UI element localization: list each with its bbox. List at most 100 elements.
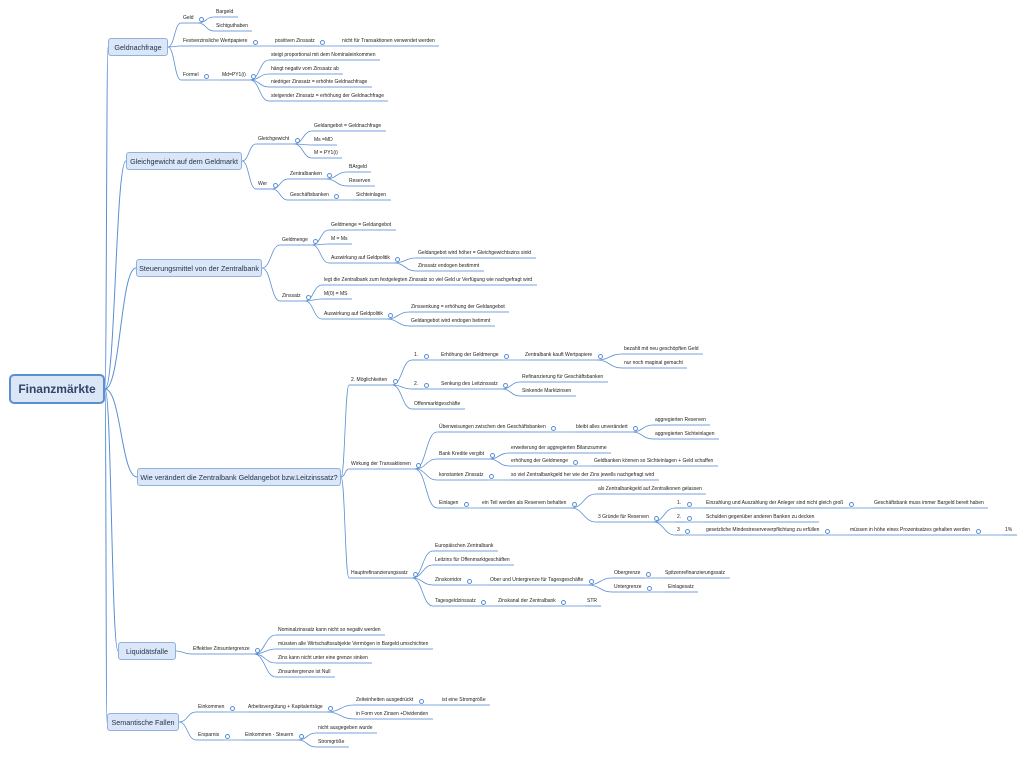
topic-node[interactable]: Tagesgeldzinssatz [435, 598, 476, 604]
collapse-toggle-icon[interactable] [327, 173, 332, 178]
collapse-toggle-icon[interactable] [561, 600, 566, 605]
topic-node[interactable]: Geschäftsbank muss immer Bargeld bereit … [874, 500, 984, 506]
topic-node[interactable]: 2. Möglichkeiten [351, 377, 388, 383]
collapse-toggle-icon[interactable] [273, 183, 278, 188]
topic-node[interactable]: Untergrenze [614, 584, 642, 590]
topic-node[interactable]: nicht ausgegeben wurde [318, 725, 373, 731]
topic-node[interactable]: Obergrenze [614, 570, 641, 576]
topic-node[interactable]: Spitzenrefinanzierungssatz [665, 570, 726, 576]
topic-node[interactable]: bleibt alles unverändert [576, 424, 628, 430]
topic-node[interactable]: Geld [183, 15, 194, 21]
collapse-toggle-icon[interactable] [251, 74, 256, 79]
topic-node[interactable]: Überweisungen zwischen den Geschäftsbank… [439, 424, 546, 430]
collapse-toggle-icon[interactable] [424, 383, 429, 388]
collapse-toggle-icon[interactable] [646, 572, 651, 577]
collapse-toggle-icon[interactable] [204, 74, 209, 79]
topic-node[interactable]: Arbeitsvergütung + Kapitalerträge [248, 704, 323, 710]
topic-node[interactable]: Einlagesatz [668, 584, 694, 590]
topic-node[interactable]: M = PY1(i) [314, 150, 338, 156]
collapse-toggle-icon[interactable] [388, 313, 393, 318]
root-node[interactable]: Finanzmärkte [9, 374, 105, 404]
topic-node[interactable]: Geldmenge = Geldangebot [331, 222, 392, 228]
topic-node[interactable]: Stromgröße [318, 739, 345, 745]
topic-node[interactable]: konstanten Zinssatz [439, 472, 484, 478]
topic-node[interactable]: Hauptrefinanzierungssatz [351, 570, 408, 576]
topic-node[interactable]: Geldbanken können so Sichteinlagen + Gel… [594, 458, 714, 464]
collapse-toggle-icon[interactable] [467, 579, 472, 584]
topic-node[interactable]: Auswirkung auf Geldpolitik [331, 255, 390, 261]
topic-node[interactable]: nicht für Transaktionen verwendet werden [342, 38, 435, 44]
collapse-toggle-icon[interactable] [424, 354, 429, 359]
collapse-toggle-icon[interactable] [572, 502, 577, 507]
topic-node[interactable]: Wer [258, 181, 268, 187]
topic-node[interactable]: Reserven [349, 178, 371, 184]
topic-node[interactable]: M = Ms [331, 236, 348, 242]
collapse-toggle-icon[interactable] [976, 529, 981, 534]
topic-node[interactable]: Senkung des Leitzinssatz [441, 381, 498, 387]
topic-node[interactable]: erhöhung der Geldmenge [511, 458, 568, 464]
collapse-toggle-icon[interactable] [255, 648, 260, 653]
topic-node[interactable]: legt die Zentralbank zum festgelegten Zi… [324, 277, 533, 283]
topic-node[interactable]: aggregierten Sichteinlagen [655, 431, 715, 437]
topic-node[interactable]: steigender Zinssatz = erhöhung der Geldn… [271, 93, 384, 99]
topic-node[interactable]: Sichteinlagen [356, 192, 387, 198]
topic-node[interactable]: Schulden gegenüber anderen Banken zu dec… [706, 514, 815, 520]
collapse-toggle-icon[interactable] [334, 194, 339, 199]
collapse-toggle-icon[interactable] [504, 354, 509, 359]
topic-node[interactable]: aggregierten Reserven [655, 417, 706, 423]
topic-node[interactable]: ein Teil werden als Reserven behalten [482, 500, 567, 506]
topic-node[interactable]: Sichtguthaben [216, 23, 248, 29]
topic-node[interactable]: Ersparnis [198, 732, 220, 738]
topic-node[interactable]: Leitzins für Offenmarktgeschäften [435, 557, 510, 563]
topic-node[interactable]: 2. [677, 514, 682, 520]
collapse-toggle-icon[interactable] [647, 586, 652, 591]
collapse-toggle-icon[interactable] [481, 600, 486, 605]
topic-node[interactable]: Zinskanal der Zentralbank [498, 598, 556, 604]
topic-node[interactable]: Geschäftsbanken [290, 192, 329, 198]
topic-node[interactable]: Wirkung der Transaktionen [351, 461, 411, 467]
branch-3[interactable]: Steuerungsmittel von der Zentralbank [136, 259, 262, 277]
topic-node[interactable]: Geldangebot wird endogen betimmt [411, 318, 491, 324]
collapse-toggle-icon[interactable] [489, 474, 494, 479]
topic-node[interactable]: müssten alle Wirtschaftssubjekte Vermöge… [278, 641, 429, 647]
topic-node[interactable]: Zentralbanken [290, 171, 322, 177]
collapse-toggle-icon[interactable] [654, 516, 659, 521]
collapse-toggle-icon[interactable] [328, 706, 333, 711]
branch-5[interactable]: Liquidätsfalle [118, 642, 176, 660]
topic-node[interactable]: Einkommen [198, 704, 225, 710]
topic-node[interactable]: 1% [1005, 527, 1013, 533]
topic-node[interactable]: 2. [414, 381, 419, 387]
topic-node[interactable]: müssen in höhe eines Prozentsatzes gehal… [850, 527, 971, 533]
topic-node[interactable]: Ms =MD [314, 137, 333, 143]
topic-node[interactable]: 1. [677, 500, 682, 506]
topic-node[interactable]: Offenmarktgeschäfte [414, 401, 461, 407]
collapse-toggle-icon[interactable] [313, 239, 318, 244]
topic-node[interactable]: Festverzinsliche Wertpapiere [183, 38, 248, 44]
topic-node[interactable]: Einzahlung und Auszahlung der Anleger si… [706, 500, 844, 506]
topic-node[interactable]: Zinssenkung = erhöhung der Geldangebot [411, 304, 505, 310]
collapse-toggle-icon[interactable] [503, 383, 508, 388]
topic-node[interactable]: 1. [414, 352, 419, 358]
topic-node[interactable]: Formel [183, 72, 199, 78]
topic-node[interactable]: so viel Zentralbankgeld her wie der Zins… [511, 472, 655, 478]
topic-node[interactable]: erweiterung der aggregierten Bilanzsumme [511, 445, 607, 451]
topic-node[interactable]: STR [587, 598, 597, 604]
collapse-toggle-icon[interactable] [685, 529, 690, 534]
topic-node[interactable]: Einlagen [439, 500, 459, 506]
collapse-toggle-icon[interactable] [419, 699, 424, 704]
collapse-toggle-icon[interactable] [225, 734, 230, 739]
collapse-toggle-icon[interactable] [295, 138, 300, 143]
topic-node[interactable]: Zinssatz [282, 293, 301, 299]
collapse-toggle-icon[interactable] [253, 40, 258, 45]
collapse-toggle-icon[interactable] [551, 426, 556, 431]
topic-node[interactable]: hängt negativ vom Zinssatz ab [271, 66, 339, 72]
topic-node[interactable]: Zinsuntergrenze ist Null [278, 669, 331, 675]
topic-node[interactable]: positiven Zinssatz [275, 38, 315, 44]
collapse-toggle-icon[interactable] [464, 502, 469, 507]
topic-node[interactable]: Bargeld [216, 9, 234, 15]
collapse-toggle-icon[interactable] [395, 257, 400, 262]
topic-node[interactable]: Sinkende Marktzinsen [522, 388, 572, 394]
topic-node[interactable]: Zentralbank kauft Wertpapiere [525, 352, 593, 358]
topic-node[interactable]: nur noch maginal gemacht [624, 360, 683, 366]
topic-node[interactable]: Zinskorridor [435, 577, 462, 583]
